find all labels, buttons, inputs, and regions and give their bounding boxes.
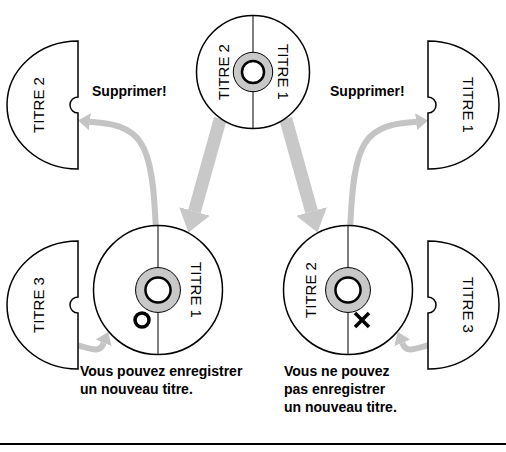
caption-note: Vous ne pouvez pas enregistrer un nouvea… [284, 362, 402, 416]
tab-outline [428, 41, 499, 169]
hub-hole [335, 277, 360, 302]
caption-note: Vous pouvez enregistrer un nouveau titre… [80, 362, 252, 398]
title-text: TITRE 3 [460, 277, 477, 333]
flow-arrow [90, 122, 156, 225]
disc-hub [136, 268, 181, 313]
title-text: TITRE 1 [188, 262, 205, 318]
title-tab: TITRE 3 [6, 240, 78, 370]
tab-outline [7, 241, 78, 369]
title-text: TITRE 1 [275, 44, 292, 100]
ok-symbol [135, 313, 149, 327]
action-label: Supprimer! [92, 82, 167, 100]
action-label: Supprimer! [330, 82, 405, 100]
tab-outline [428, 241, 499, 369]
flow-arrow [194, 119, 220, 212]
disc-hub [326, 268, 371, 313]
title-text: TITRE 1 [460, 77, 477, 133]
cross-symbol [355, 313, 369, 327]
node-outline [195, 14, 311, 130]
disc-hub [233, 52, 272, 91]
flow-arrow [350, 122, 416, 225]
disc-outline [284, 226, 413, 355]
flow-arrow [78, 343, 104, 350]
disc: TITRE 1 [92, 224, 224, 356]
disc: TITRE 2 [282, 224, 414, 356]
title-text: TITRE 2 [215, 44, 232, 100]
disc: TITRE 2 TITRE 1 [195, 14, 311, 130]
title-tab: TITRE 3 [428, 240, 500, 370]
hub-hole [145, 277, 170, 302]
disc-outline [197, 16, 310, 129]
bottom-rule [0, 443, 506, 445]
title-tab: TITRE 1 [428, 40, 500, 170]
title-tab: TITRE 2 [6, 40, 78, 170]
flow-arrow [286, 119, 312, 212]
tab-outline [7, 41, 78, 169]
disc-outline [94, 226, 223, 355]
title-text: TITRE 2 [302, 262, 319, 318]
title-text: TITRE 2 [30, 77, 47, 133]
hub-hole [242, 61, 264, 83]
title-text: TITRE 3 [30, 277, 47, 333]
flow-arrow [402, 343, 428, 350]
